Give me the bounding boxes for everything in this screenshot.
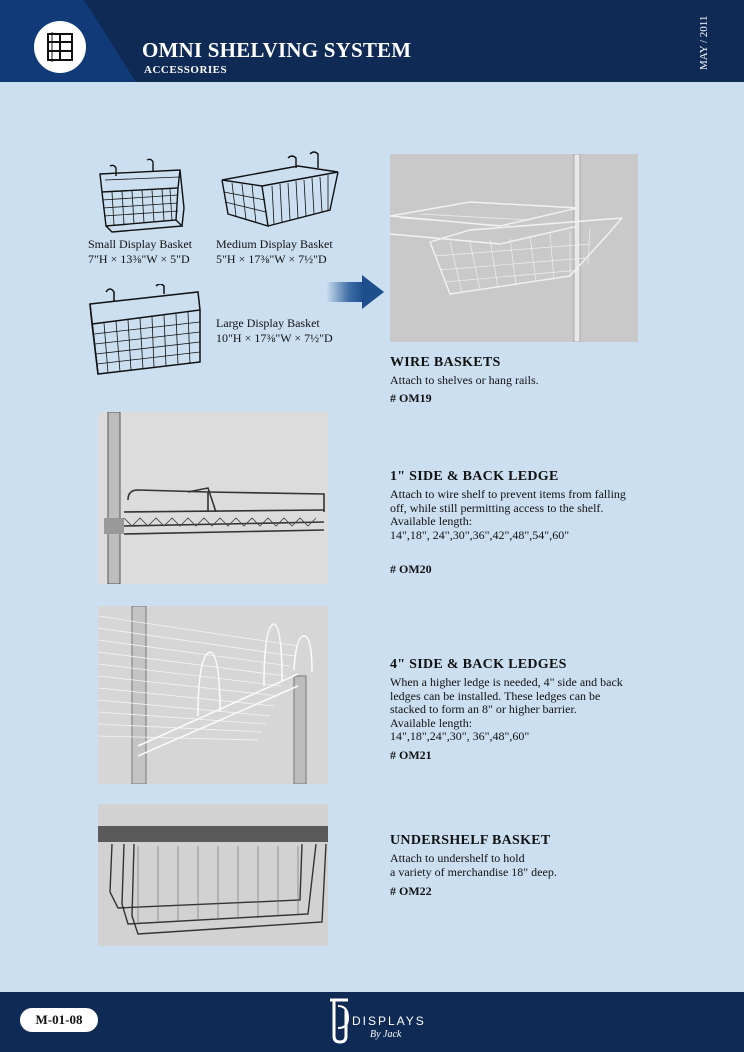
large-basket-dims: 10"H × 17⅜"W × 7½"D	[216, 331, 333, 345]
brand-tagline: By Jack	[370, 1029, 402, 1040]
side-back-ledges-body: When a higher ledge is needed, 4" side a…	[390, 675, 623, 716]
large-basket-caption: Large Display Basket 10"H × 17⅜"W × 7½"D	[216, 316, 333, 346]
small-basket-image	[99, 158, 185, 233]
small-basket-dims: 7"H × 13⅜"W × 5"D	[88, 252, 190, 266]
undershelf-basket-code: # OM22	[390, 884, 432, 898]
issue-date: MAY / 2011	[698, 15, 710, 70]
medium-basket-name: Medium Display Basket	[216, 237, 333, 251]
side-back-ledges-photo	[97, 605, 328, 785]
undershelf-basket-desc: Attach to undershelf to hold a variety o…	[390, 851, 630, 879]
side-ledge-avail: Available length:	[390, 514, 473, 528]
side-ledge-photo	[98, 411, 328, 585]
small-basket-name: Small Display Basket	[88, 237, 192, 251]
page-subtitle: ACCESSORIES	[144, 64, 228, 76]
side-back-ledges-code: # OM21	[390, 748, 432, 762]
medium-basket-caption: Medium Display Basket 5"H × 17⅜"W × 7½"D	[216, 237, 333, 267]
large-basket-name: Large Display Basket	[216, 316, 320, 330]
side-ledge-body: Attach to wire shelf to prevent items fr…	[390, 487, 626, 515]
page-number: M-01-08	[20, 1008, 98, 1032]
undershelf-basket-title: UNDERSHELF BASKET	[390, 833, 551, 848]
wire-baskets-code: # OM19	[390, 391, 432, 405]
side-back-ledges-lengths: 14",18",24",30", 36",48",60"	[390, 729, 530, 743]
side-ledge-title: 1" SIDE & BACK LEDGE	[390, 469, 559, 484]
undershelf-basket-body-1: Attach to undershelf to hold	[390, 851, 525, 865]
side-back-ledges-title: 4" SIDE & BACK LEDGES	[390, 657, 567, 672]
footer-bar	[0, 992, 744, 1052]
wire-baskets-desc: Attach to shelves or hang rails.	[390, 373, 539, 387]
side-back-ledges-desc: When a higher ledge is needed, 4" side a…	[390, 675, 630, 744]
brand-logo-icon	[330, 998, 350, 1044]
undershelf-basket-body-2: a variety of merchandise 18" deep.	[390, 864, 557, 879]
small-basket-caption: Small Display Basket 7"H × 13⅜"W × 5"D	[88, 237, 192, 267]
brand-name: DISPLAYS	[352, 1014, 426, 1028]
medium-basket-image	[221, 151, 339, 227]
wire-basket-photo	[389, 153, 638, 343]
medium-basket-dims: 5"H × 17⅜"W × 7½"D	[216, 252, 327, 266]
page-title: OMNI SHELVING SYSTEM	[142, 38, 412, 62]
header-bar: OMNI SHELVING SYSTEM ACCESSORIES MAY / 2…	[0, 0, 744, 82]
wire-baskets-title: WIRE BASKETS	[390, 355, 501, 370]
large-basket-image	[89, 284, 201, 375]
side-back-ledges-avail: Available length:	[390, 715, 473, 730]
side-ledge-code: # OM20	[390, 562, 432, 576]
side-ledge-lengths: 14",18", 24",30",36",42",48",54",60"	[390, 527, 570, 542]
undershelf-basket-photo	[98, 804, 328, 946]
side-ledge-desc: Attach to wire shelf to prevent items fr…	[390, 487, 630, 542]
shelving-logo-icon	[34, 21, 86, 73]
arrow-right-icon	[326, 275, 384, 309]
